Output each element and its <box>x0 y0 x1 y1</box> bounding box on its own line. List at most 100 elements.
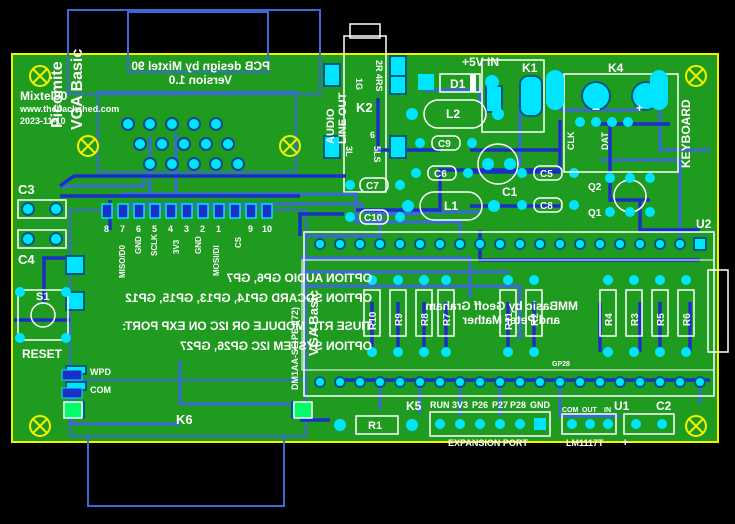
sd-pin-num: 10 <box>262 224 272 234</box>
wpd-label: WPD <box>90 367 111 377</box>
expansion-header <box>429 411 551 437</box>
expansion-pin-labels: RUN 3V3 P26 P27 P28 GND <box>430 400 551 410</box>
c7-label: C7 <box>366 181 379 192</box>
keyboard-connector <box>546 70 679 173</box>
c2-plus-label: + <box>622 437 628 449</box>
sd-pin-num: 4 <box>168 224 173 234</box>
sd-pin-num: 9 <box>248 224 253 234</box>
vga-pads <box>121 117 245 171</box>
reset-label: RESET <box>22 347 63 361</box>
mounting-holes <box>29 65 707 437</box>
pin-6-label: 6 <box>370 130 375 140</box>
option-notes: OPTION AUDIO GP6, GP7 OPTION SDCARD GP14… <box>122 271 578 353</box>
s1-label: S1 <box>36 291 49 303</box>
u2-label: U2 <box>696 217 712 231</box>
exp-pin-p26: P26 <box>472 400 488 410</box>
sd-pin-numbers: 8 7 6 5 4 3 2 1 9 10 <box>104 224 272 234</box>
c4-capacitor <box>17 229 67 249</box>
r1-resistor <box>334 415 418 435</box>
q2-label: Q2 <box>588 182 602 193</box>
mount-hole-br <box>685 415 707 437</box>
pin-2r4rs-label: 2R 4RS <box>374 60 384 92</box>
reg-pin-out: OUT <box>582 407 598 414</box>
k4-label: K4 <box>608 61 624 75</box>
k5-label: K5 <box>406 399 422 413</box>
r11-label: R11 <box>504 312 515 330</box>
reset-switch <box>15 287 71 343</box>
resistors <box>363 289 695 337</box>
vga-hole-right <box>279 135 301 157</box>
pico-top-row-pads <box>314 237 707 251</box>
small-capacitors <box>359 135 563 225</box>
exp-pin-gnd: GND <box>530 400 551 410</box>
mmbasic-line1: MMBasic by Geoff Graham <box>425 299 578 313</box>
sd-pin-num: 1 <box>216 224 221 234</box>
vga-connector-outline <box>67 9 321 173</box>
sd-pin-num: 6 <box>136 224 141 234</box>
d1-diode <box>418 73 499 93</box>
c3-label: C3 <box>18 182 35 197</box>
pcb-credit-line2: Version 1.0 <box>168 73 232 87</box>
c2-capacitor <box>623 413 675 435</box>
sd-pin-num: 3 <box>184 224 189 234</box>
sd-pin-num: 5 <box>152 224 157 234</box>
l2-label: L2 <box>446 107 460 121</box>
sd-pin-name: MISO/D0 <box>118 245 127 278</box>
date-label: 2023-11-10 <box>20 116 66 126</box>
pico-bottom-row-pads <box>314 376 706 388</box>
plus-label: + <box>636 101 643 115</box>
c2-label: C2 <box>656 399 672 413</box>
c5-label: C5 <box>540 169 553 180</box>
r7-label: R7 <box>442 313 453 326</box>
mount-hole-tl <box>29 65 51 87</box>
sd-pin-name: GND <box>134 236 143 254</box>
audio-label-line1: AUDIO <box>325 108 337 144</box>
r9-label: R9 <box>394 313 405 326</box>
sd-pin-name: 3V3 <box>172 239 181 254</box>
reg-pin-in: IN <box>604 407 611 414</box>
sd-pin-name: CS <box>234 236 243 248</box>
option-rtc-note: TIUSE RTC MODULE OR I2C ON EXP PORT: <box>122 319 372 333</box>
pico-module <box>301 231 729 397</box>
k1-label: K1 <box>522 61 538 75</box>
r10-label: R10 <box>368 311 379 330</box>
exp-pin-p28: P28 <box>510 400 526 410</box>
k2-label: K2 <box>356 100 373 115</box>
r5-label: R5 <box>656 313 667 326</box>
mount-hole-bl <box>29 415 51 437</box>
com-label: COM <box>90 385 111 395</box>
option-audio-note: OPTION AUDIO GP6, GP7 <box>226 271 372 285</box>
option-sdcard-note: OPTION SDCARD GP14, GP13, GP15, GP12 <box>125 291 372 305</box>
d1-label: D1 <box>450 77 466 91</box>
r2-label: R2 <box>530 313 541 326</box>
regulator-pin-labels: COM OUT IN <box>562 407 611 414</box>
l2-inductor <box>406 99 504 129</box>
r8-label: R8 <box>420 313 431 326</box>
c3-capacitor <box>17 199 67 219</box>
picomite-vga-vertical: VGA Basic <box>306 290 321 356</box>
l1-label: L1 <box>444 199 458 213</box>
pcb-credit-line1: PCB design by Mixtel 90 <box>131 59 270 73</box>
regulator-label: LM1117T <box>566 438 604 448</box>
sd-side-pads <box>61 369 83 399</box>
pin-1g-label: 1G <box>354 78 364 90</box>
picomite-line1: Picomite <box>49 61 66 128</box>
r4-label: R4 <box>604 313 615 326</box>
exp-pin-3v3: 3V3 <box>452 400 468 410</box>
exp-pin-run: RUN <box>430 400 450 410</box>
sd-edge-pads <box>63 401 313 419</box>
mixtel-label: Mixtel90 <box>20 89 68 103</box>
c1-label: C1 <box>502 185 518 199</box>
c8-label: C8 <box>540 201 553 212</box>
sd-pin-name: SCLK <box>150 234 159 256</box>
option-system-note: OPTION SYSTEM I2C GP26, GP27 <box>180 339 372 353</box>
exp-pin-p27: P27 <box>492 400 508 410</box>
website-label: www.thebackshed.com <box>19 104 119 114</box>
picomite-line2: VGA Basic <box>69 49 86 130</box>
sd-pin-name: MOSI/DI <box>212 245 221 276</box>
audio-jack-pads <box>323 55 407 159</box>
r6-label: R6 <box>682 313 693 326</box>
sd-part-label: DM1AA-SE-PEJ(72) <box>290 307 300 390</box>
c9-label: C9 <box>438 139 451 150</box>
